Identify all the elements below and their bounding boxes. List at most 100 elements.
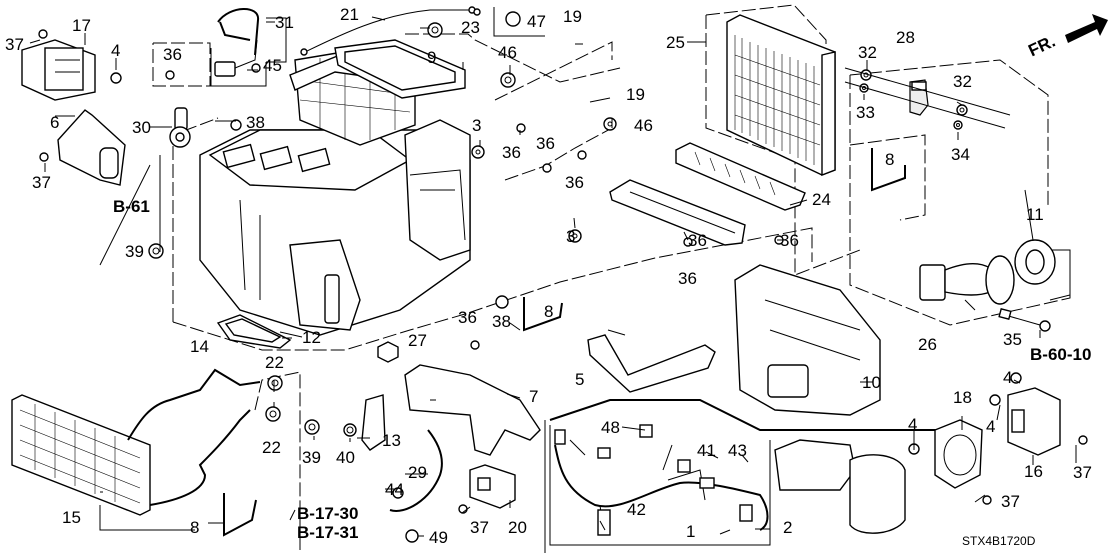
label-4: 4 bbox=[986, 417, 995, 436]
label-46: 46 bbox=[498, 43, 517, 62]
ref-b-17-31[interactable]: B-17-31 bbox=[297, 523, 358, 542]
label-33: 33 bbox=[856, 103, 875, 122]
label-38: 38 bbox=[492, 312, 511, 331]
label-40: 40 bbox=[336, 448, 355, 467]
heater-unit bbox=[199, 49, 471, 336]
heater-core-15 bbox=[11, 394, 151, 516]
label-15: 15 bbox=[62, 508, 81, 527]
label-39: 39 bbox=[302, 448, 321, 467]
label-29: 29 bbox=[408, 463, 427, 482]
diagram-code: STX4B1720D bbox=[962, 534, 1036, 548]
label-36: 36 bbox=[163, 45, 182, 64]
label-46: 46 bbox=[634, 116, 653, 135]
part-labels: 37 17 4 6 37 30 B-61 36 38 31 45 21 23 4… bbox=[5, 5, 1092, 548]
label-36: 36 bbox=[458, 308, 477, 327]
label-16: 16 bbox=[1024, 462, 1043, 481]
label-31: 31 bbox=[275, 13, 294, 32]
front-direction-arrow-icon bbox=[1065, 14, 1108, 43]
label-36: 36 bbox=[502, 143, 521, 162]
label-9: 9 bbox=[427, 48, 436, 67]
label-12: 12 bbox=[302, 328, 321, 347]
label-42: 42 bbox=[627, 500, 646, 519]
bracket-13 bbox=[361, 394, 386, 451]
label-28: 28 bbox=[896, 28, 915, 47]
resistor-20 bbox=[469, 464, 516, 509]
label-24: 24 bbox=[812, 190, 831, 209]
expansion-valve-28 bbox=[909, 79, 929, 116]
label-37: 37 bbox=[32, 173, 51, 192]
label-22: 22 bbox=[265, 353, 284, 372]
label-14: 14 bbox=[190, 337, 209, 356]
label-34: 34 bbox=[951, 145, 970, 164]
ref-b-17-30[interactable]: B-17-30 bbox=[297, 504, 358, 523]
bracket-5 bbox=[587, 334, 716, 393]
label-4: 4 bbox=[1003, 368, 1012, 387]
label-36: 36 bbox=[780, 231, 799, 250]
label-35: 35 bbox=[1003, 330, 1022, 349]
gasket-12 bbox=[216, 314, 292, 349]
label-26: 26 bbox=[918, 335, 937, 354]
label-36: 36 bbox=[688, 231, 707, 250]
label-41: 41 bbox=[697, 441, 716, 460]
ref-b-60-10[interactable]: B-60-10 bbox=[1030, 345, 1091, 364]
duct-6 bbox=[57, 109, 126, 186]
filter-housing-24 bbox=[675, 142, 806, 211]
label-7: 7 bbox=[529, 387, 538, 406]
drain-tubes-8 bbox=[223, 148, 906, 537]
label-37: 37 bbox=[1001, 492, 1020, 511]
label-19: 19 bbox=[563, 7, 582, 26]
bolt-35 bbox=[998, 307, 1051, 332]
label-30: 30 bbox=[132, 118, 151, 137]
cable-21 bbox=[300, 6, 481, 56]
label-18: 18 bbox=[953, 388, 972, 407]
label-11: 11 bbox=[1026, 205, 1044, 224]
label-6: 6 bbox=[50, 113, 59, 132]
label-39: 39 bbox=[125, 242, 144, 261]
label-3: 3 bbox=[472, 116, 481, 135]
label-37: 37 bbox=[5, 35, 24, 54]
actuator-16 bbox=[1007, 387, 1061, 456]
label-38: 38 bbox=[246, 113, 265, 132]
ref-b-61[interactable]: B-61 bbox=[113, 197, 150, 216]
label-25: 25 bbox=[666, 33, 685, 52]
label-5: 5 bbox=[575, 370, 584, 389]
sensor-harness-31 bbox=[214, 8, 260, 77]
hose-29 bbox=[389, 429, 443, 512]
label-2: 2 bbox=[783, 518, 792, 537]
label-36: 36 bbox=[565, 173, 584, 192]
actuator-18 bbox=[934, 419, 983, 489]
valve-30 bbox=[169, 107, 191, 148]
label-1: 1 bbox=[686, 522, 695, 541]
pipe-assembly-26 bbox=[919, 255, 1015, 305]
label-49: 49 bbox=[429, 528, 448, 547]
label-21: 21 bbox=[340, 5, 359, 24]
blower-housing-10 bbox=[734, 264, 881, 416]
blower-motor bbox=[774, 439, 906, 534]
label-32: 32 bbox=[858, 43, 877, 62]
label-4: 4 bbox=[908, 415, 917, 434]
label-19: 19 bbox=[626, 85, 645, 104]
evaporator-25 bbox=[726, 14, 836, 177]
label-45: 45 bbox=[263, 56, 282, 75]
front-direction-label: FR. bbox=[1025, 32, 1058, 61]
wire-harness-2 bbox=[554, 424, 769, 536]
label-37: 37 bbox=[470, 518, 489, 537]
label-17: 17 bbox=[72, 16, 91, 35]
label-32: 32 bbox=[953, 72, 972, 91]
label-13: 13 bbox=[382, 431, 401, 450]
label-44: 44 bbox=[385, 480, 404, 499]
label-37: 37 bbox=[1073, 463, 1092, 482]
label-8: 8 bbox=[544, 302, 553, 321]
label-36: 36 bbox=[536, 134, 555, 153]
label-8: 8 bbox=[885, 150, 894, 169]
label-36: 36 bbox=[678, 269, 697, 288]
label-3: 3 bbox=[566, 227, 575, 246]
label-47: 47 bbox=[527, 12, 546, 31]
label-48: 48 bbox=[601, 418, 620, 437]
duct-7 bbox=[404, 364, 541, 456]
heater-hoses bbox=[127, 368, 261, 506]
seal-gasket-9 bbox=[334, 39, 466, 99]
tray-cover bbox=[609, 179, 746, 246]
leader-lines bbox=[29, 16, 1077, 537]
